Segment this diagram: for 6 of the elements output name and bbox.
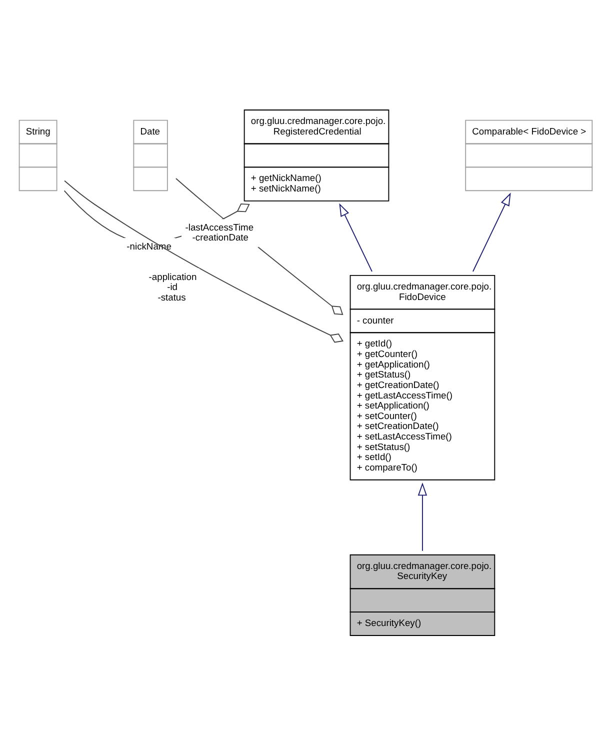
arrow: [339, 202, 372, 272]
edge-label: -lastAccessTime -creationDate: [185, 222, 254, 242]
arrow: [472, 192, 511, 272]
connector: [176, 178, 344, 314]
arrow: [418, 482, 428, 551]
edge-label: -application -id -status: [148, 271, 197, 302]
